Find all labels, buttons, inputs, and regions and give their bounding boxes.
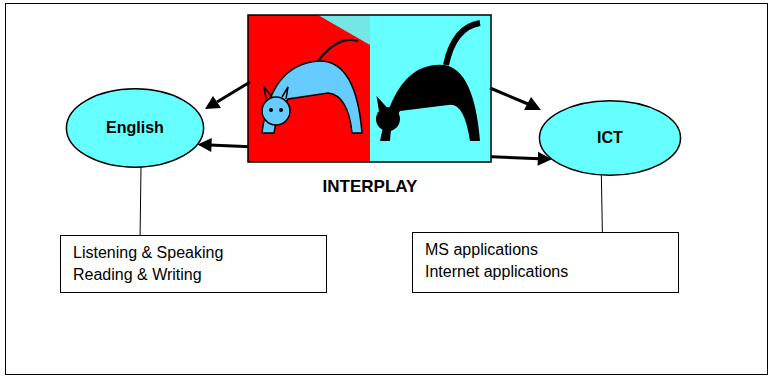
list-item: Reading & Writing — [73, 264, 314, 286]
cyan-cat-head — [262, 97, 290, 125]
topic-label: English — [106, 119, 164, 137]
black-cat-tail — [446, 23, 480, 65]
list-item: MS applications — [425, 239, 666, 261]
cat-eye — [279, 108, 283, 112]
picture-arrows — [205, 82, 541, 110]
edge-label: INTERPLAY — [320, 177, 421, 197]
topic-label: ICT — [597, 129, 623, 147]
cat-eye — [269, 108, 273, 112]
connector-line — [140, 167, 142, 235]
arrow-line — [217, 82, 250, 102]
ellipse-shape — [66, 89, 203, 167]
list-item: Internet applications — [425, 261, 666, 283]
list-box: Listening & SpeakingReading & Writing — [60, 235, 327, 293]
picture-border — [248, 15, 491, 162]
cyan-cat-tail — [318, 40, 358, 61]
topic-ellipse: English — [65, 88, 205, 168]
list-box: MS applicationsInternet applications — [412, 232, 679, 293]
arrow-head — [524, 97, 541, 110]
ellipse-shape — [539, 101, 680, 175]
list-item: Listening & Speaking — [73, 242, 314, 264]
connector — [140, 167, 142, 235]
arrow-line — [490, 88, 528, 104]
cat-picture — [248, 15, 491, 162]
cyan-panel — [370, 15, 491, 162]
cyan-cat-ears — [264, 87, 288, 99]
connector — [601, 175, 602, 232]
arrow-head — [205, 96, 221, 109]
red-panel — [248, 15, 370, 162]
cyan-cat-body — [262, 61, 362, 133]
black-cat-ears — [378, 99, 398, 111]
topic-ellipse: ICT — [538, 100, 682, 176]
connector-line — [601, 175, 602, 232]
